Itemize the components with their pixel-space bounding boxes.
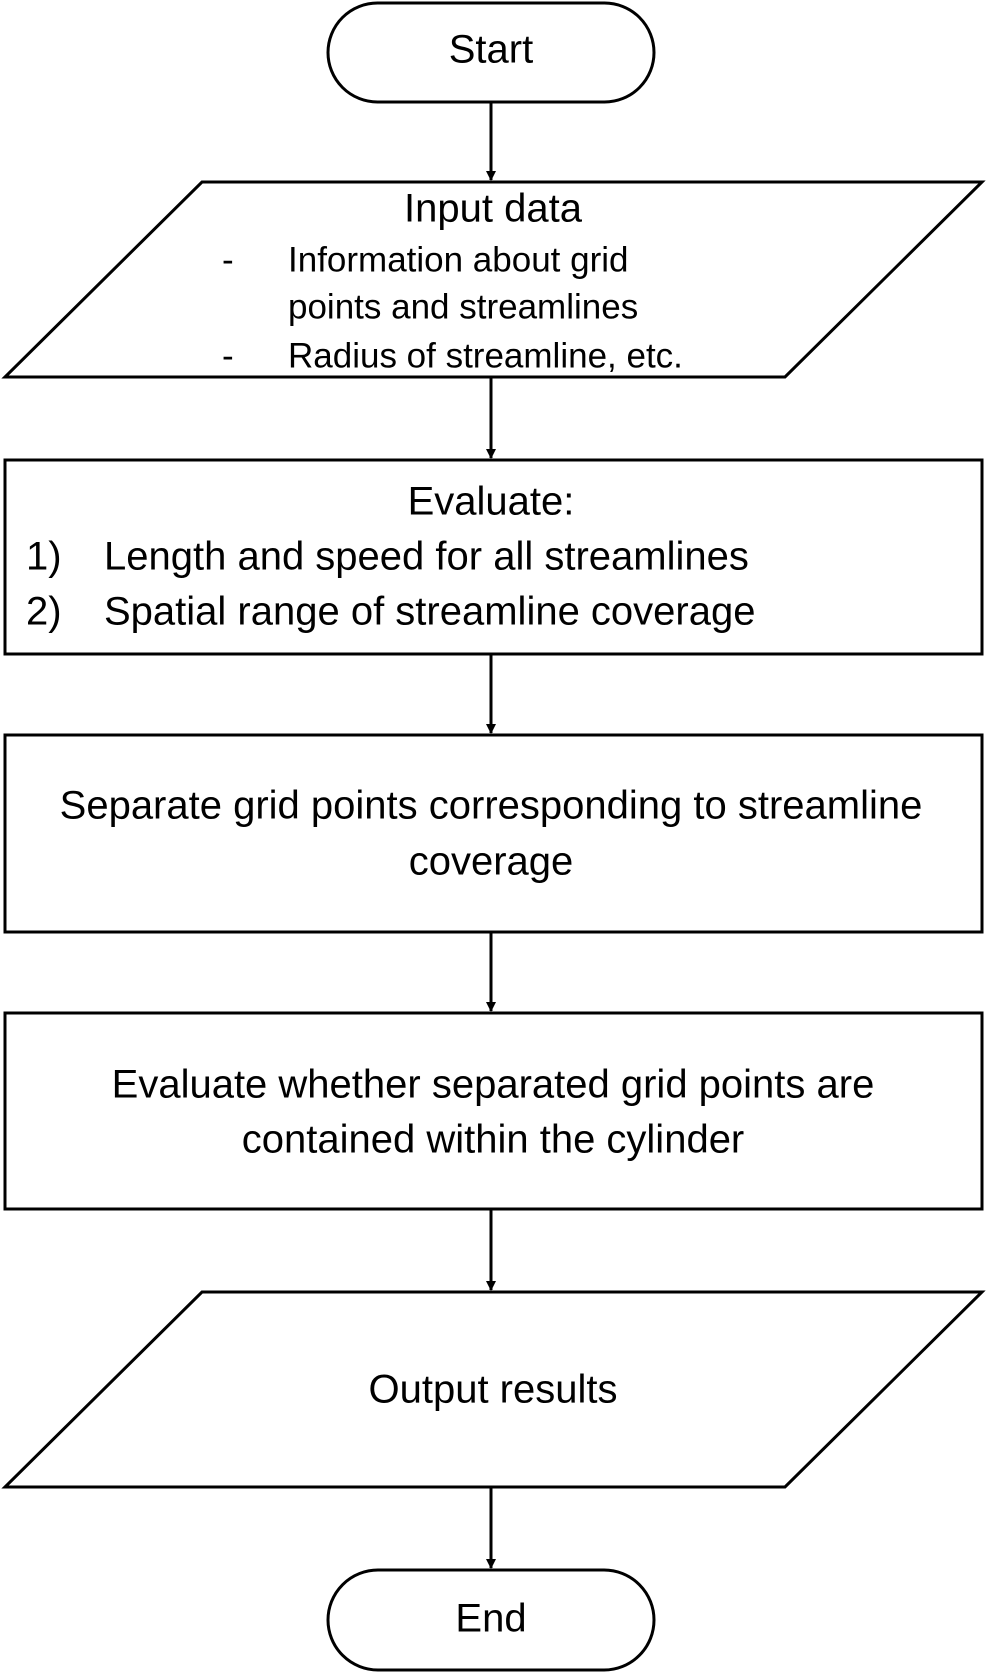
evaluate-marker-2: 2) <box>26 590 62 634</box>
start-node: Start <box>326 1 656 104</box>
end-node: End <box>326 1568 656 1672</box>
separate-node: Separate grid points corresponding to st… <box>3 733 984 934</box>
evaluate-title: Evaluate: <box>408 480 575 524</box>
input-item-2-line-1: Radius of streamline, etc. <box>288 336 683 375</box>
end-terminator-shape <box>326 1568 656 1672</box>
contained-process-shape <box>3 1011 984 1211</box>
separate-process-shape <box>3 733 984 934</box>
contained-line-1: Evaluate whether separated grid points a… <box>112 1063 875 1107</box>
start-label: Start <box>449 28 533 72</box>
output-results-shape <box>1 1290 986 1489</box>
input-data-node: Input data - Information about grid poin… <box>1 180 986 379</box>
end-label: End <box>455 1597 526 1641</box>
evaluate-item-2: Spatial range of streamline coverage <box>104 590 755 634</box>
evaluate-item-1: Length and speed for all streamlines <box>104 535 749 579</box>
input-data-shape <box>1 180 986 379</box>
input-item-1-line-2: points and streamlines <box>288 287 638 326</box>
separate-line-2: coverage <box>409 840 574 884</box>
evaluate-marker-1: 1) <box>26 535 62 579</box>
separate-line-1: Separate grid points corresponding to st… <box>60 784 923 828</box>
output-node: Output results <box>1 1290 986 1489</box>
contained-line-2: contained within the cylinder <box>242 1118 745 1162</box>
input-data-title: Input data <box>404 187 583 231</box>
contained-node: Evaluate whether separated grid points a… <box>3 1011 984 1211</box>
evaluate-process-shape <box>3 458 984 656</box>
input-bullet-2: - <box>222 336 234 375</box>
evaluate-node: Evaluate: 1) Length and speed for all st… <box>3 458 984 656</box>
output-label: Output results <box>368 1368 617 1412</box>
input-bullet-1: - <box>222 240 234 279</box>
input-item-1-line-1: Information about grid <box>288 240 628 279</box>
